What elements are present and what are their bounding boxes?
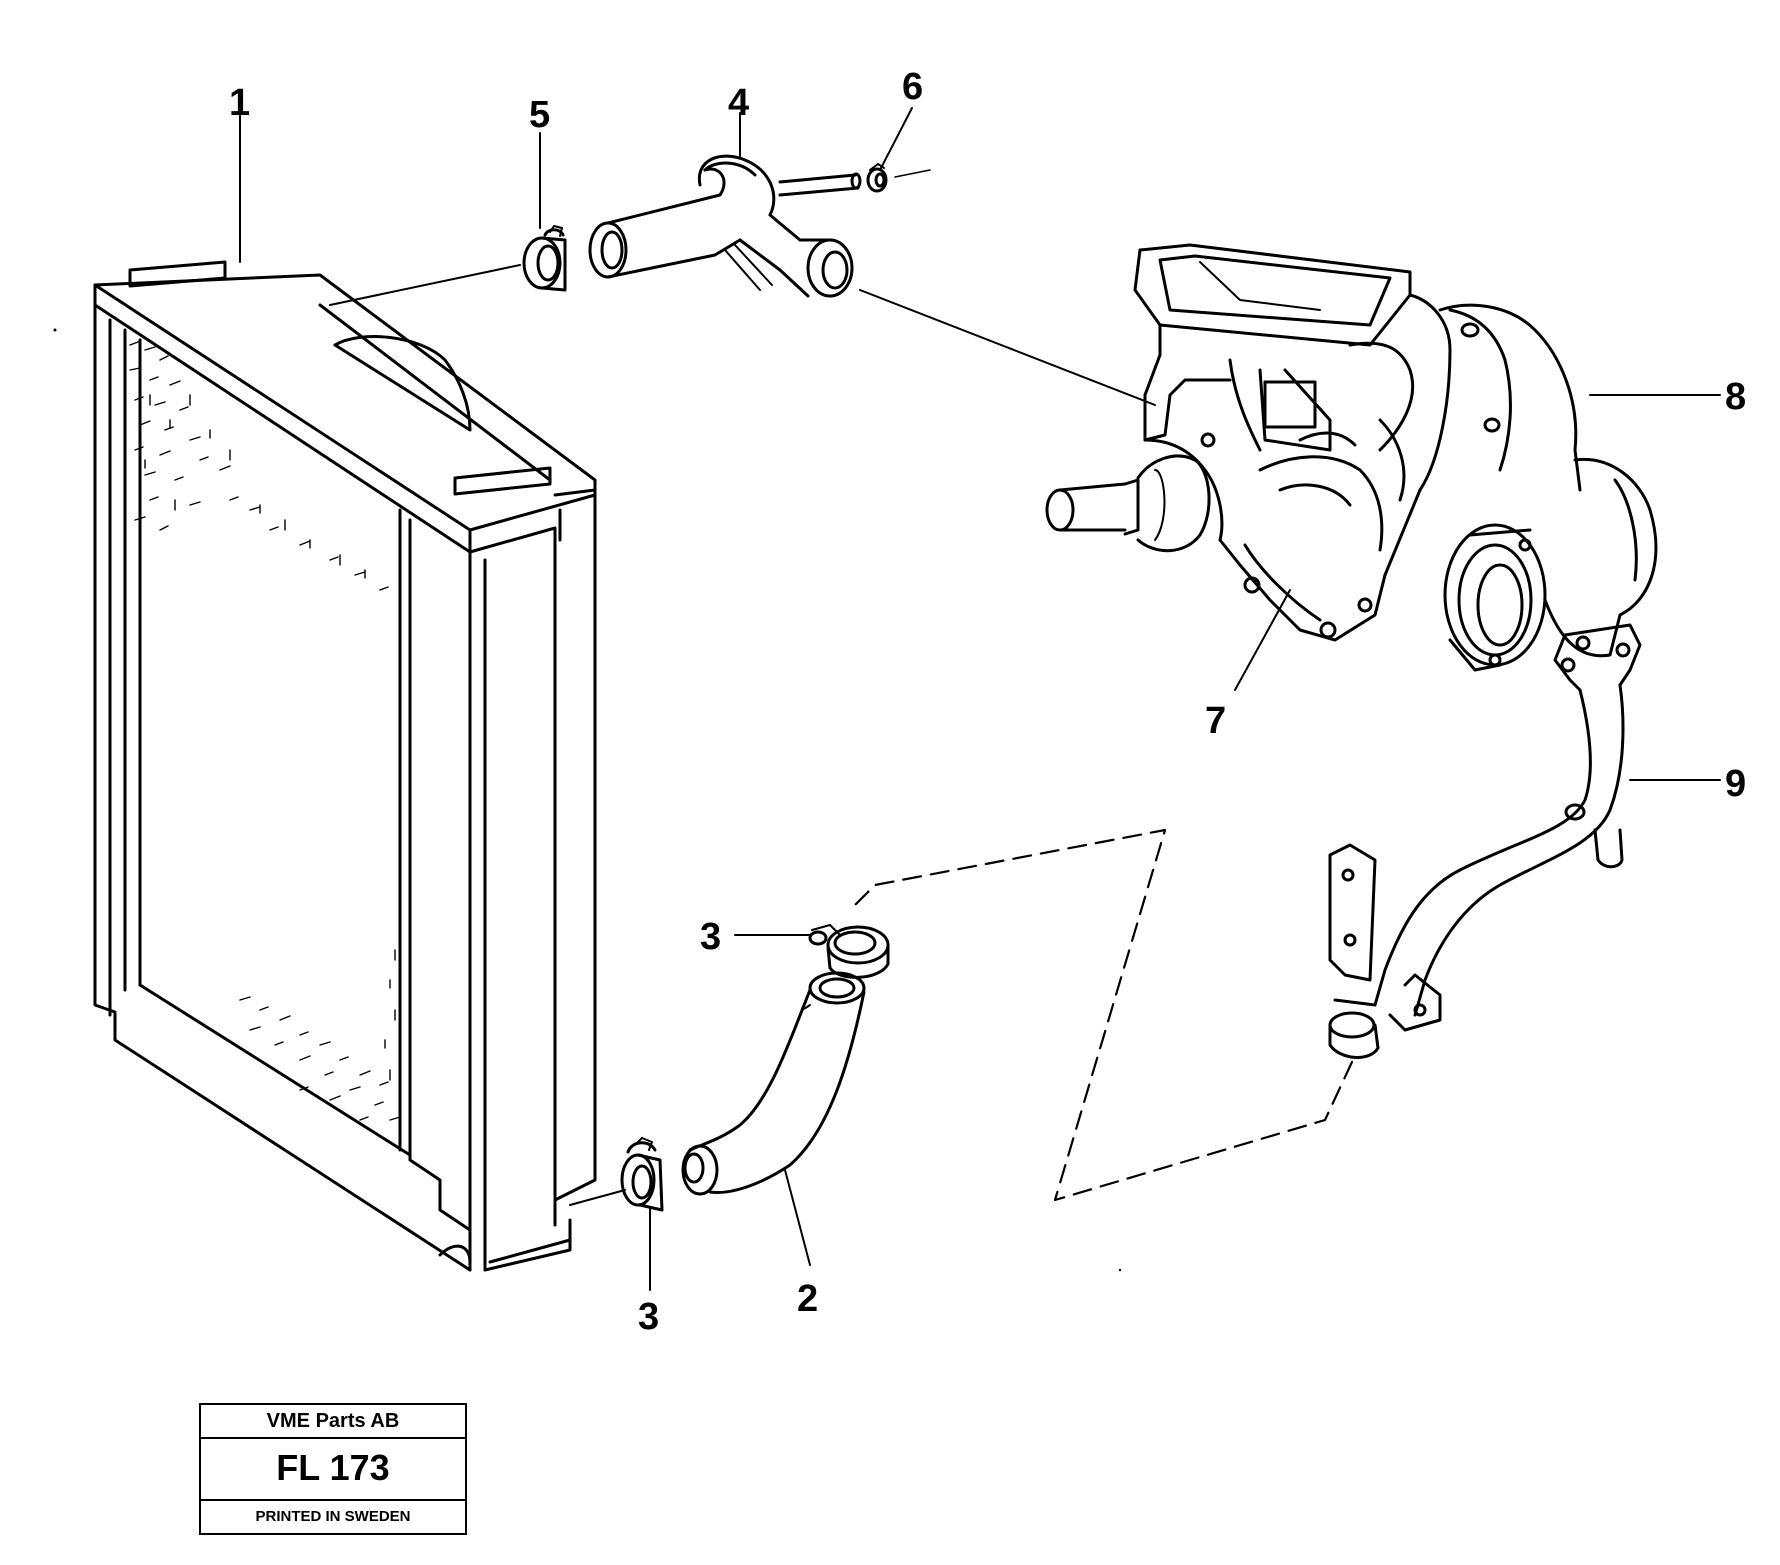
stamp-code: FL 173 [201, 1437, 465, 1501]
callout-7: 7 [1205, 700, 1227, 742]
callout-9: 9 [1725, 763, 1747, 805]
water-pump-housing [1045, 243, 1658, 672]
hose-clamp-3-upper [808, 924, 890, 979]
pump-outlet-pipe-9 [1328, 623, 1642, 1059]
callout-3-upper: 3 [700, 916, 722, 958]
upper-hose-4 [588, 154, 862, 298]
callout-6: 6 [902, 66, 924, 108]
title-stamp: VME Parts AB FL 173 PRINTED IN SWEDEN [199, 1403, 467, 1535]
radiator-core-texture [129, 341, 401, 1121]
lower-hose-2 [681, 971, 866, 1196]
callout-3-lower: 3 [638, 1296, 660, 1338]
hose-clamp-6 [866, 163, 931, 193]
callout-1: 1 [229, 82, 251, 124]
hose-clamp-3-lower [620, 1137, 664, 1212]
stamp-company: VME Parts AB [201, 1405, 465, 1439]
hose-clamp-5 [522, 225, 567, 292]
stamp-printed: PRINTED IN SWEDEN [255, 1508, 411, 1525]
connection-dashed-line [853, 828, 1354, 1202]
radiator [93, 260, 597, 1272]
callout-5: 5 [529, 94, 551, 136]
callout-2: 2 [797, 1278, 819, 1320]
callout-leaders [239, 107, 1721, 1291]
callout-4: 4 [728, 82, 750, 124]
callout-8: 8 [1725, 376, 1747, 418]
